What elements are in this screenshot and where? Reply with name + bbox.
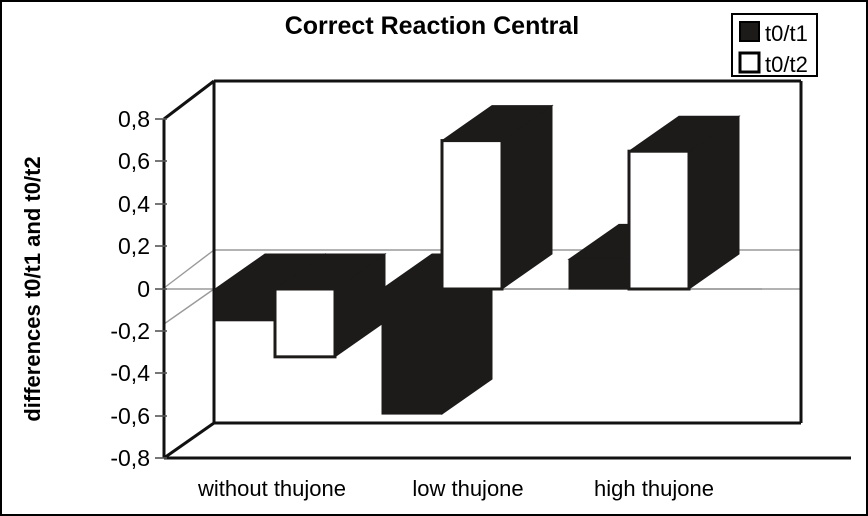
bottom-left-depth-edge <box>163 421 215 460</box>
bar-t0t2-1[interactable] <box>440 104 554 291</box>
bar-front-face <box>568 258 630 290</box>
y-axis-tick-labels: 0,8 0,6 0,4 0,2 0 -0,2 -0,4 -0,6 -0,8 <box>110 106 150 471</box>
y-axis-ticks <box>155 118 167 459</box>
legend-label-0: t0/t1 <box>765 21 808 46</box>
bar-t0t2-0[interactable] <box>273 253 387 359</box>
legend-swatch-open-white-square-icon <box>738 51 761 74</box>
legend-entry-t0t2[interactable]: t0/t2 <box>738 51 808 77</box>
bars-layer <box>213 104 741 416</box>
top-left-depth-edge <box>163 79 215 121</box>
bar-t0t2-2[interactable] <box>627 115 741 291</box>
category-label-0: without thujone <box>197 476 346 501</box>
y-tick-label-0: 0,8 <box>118 106 150 132</box>
y-tick-label-8: -0,8 <box>110 445 150 471</box>
y-tick-label-2: 0,4 <box>118 191 150 217</box>
legend[interactable]: t0/t1 t0/t2 <box>731 13 818 77</box>
y-tick-label-3: 0,2 <box>118 233 150 259</box>
bar-front-face <box>214 288 276 322</box>
y-axis-title: differences t0/t1 and t0/t2 <box>20 156 45 421</box>
gridline-0.2-depth <box>163 249 215 289</box>
bar-front-face <box>381 288 443 415</box>
legend-swatch-filled-black-square-icon <box>739 21 760 42</box>
bar-front-face <box>627 149 691 291</box>
legend-entry-t0t1[interactable]: t0/t1 <box>739 21 808 46</box>
y-tick-label-7: -0,6 <box>110 403 150 429</box>
category-label-2: high thujone <box>594 476 714 501</box>
category-label-1: low thujone <box>412 476 523 501</box>
x-axis-category-labels: without thujone low thujone high thujone <box>197 476 714 501</box>
y-tick-label-5: -0,2 <box>110 318 150 344</box>
y-tick-label-4: 0 <box>137 276 150 302</box>
legend-label-1: t0/t2 <box>765 52 808 77</box>
bar-front-face <box>440 139 504 291</box>
bar-front-face <box>273 287 337 359</box>
gridline-0-depth <box>163 288 215 325</box>
wall-outlines <box>162 79 851 460</box>
floor <box>164 423 801 458</box>
chart-title: Correct Reaction Central <box>285 12 580 40</box>
y-tick-label-6: -0,4 <box>110 360 150 386</box>
y-tick-label-1: 0,6 <box>118 148 150 174</box>
